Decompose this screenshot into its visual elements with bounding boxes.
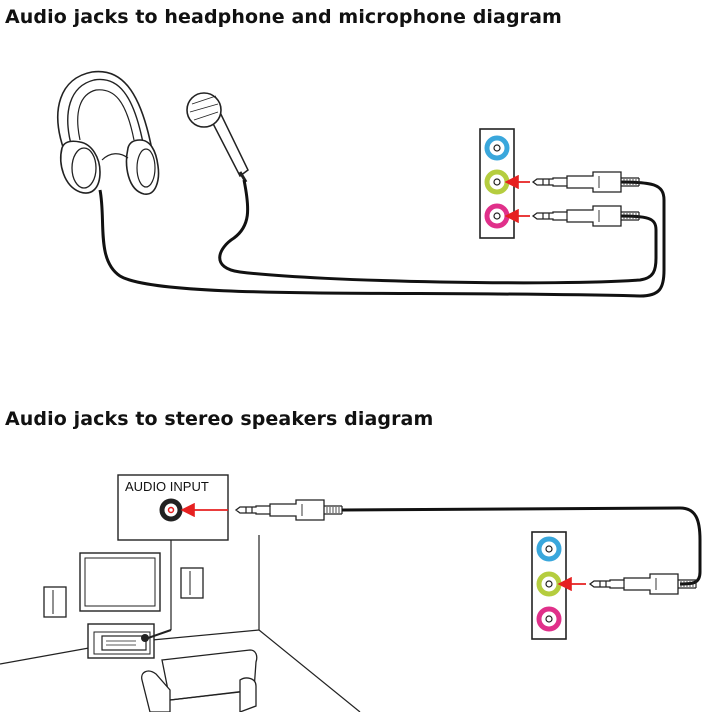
audio-plug-icon xyxy=(235,499,343,521)
audio-input-label: AUDIO INPUT xyxy=(125,479,209,494)
audio-panel-icon xyxy=(531,531,567,640)
audio-input-box: AUDIO INPUT xyxy=(117,474,229,541)
stereo-speakers-diagram-title: Audio jacks to stereo speakers diagram xyxy=(5,408,434,430)
microphone-icon xyxy=(186,92,249,183)
receiver-icon xyxy=(87,623,172,659)
speaker-icon xyxy=(180,567,204,599)
tv-icon xyxy=(79,552,161,612)
sofa-icon xyxy=(141,649,258,712)
headphones-icon xyxy=(57,70,160,195)
headphone-mic-diagram-title: Audio jacks to headphone and microphone … xyxy=(5,6,562,28)
audio-panel-icon xyxy=(479,128,515,239)
speaker-icon xyxy=(43,586,67,618)
room-scene xyxy=(0,535,361,712)
